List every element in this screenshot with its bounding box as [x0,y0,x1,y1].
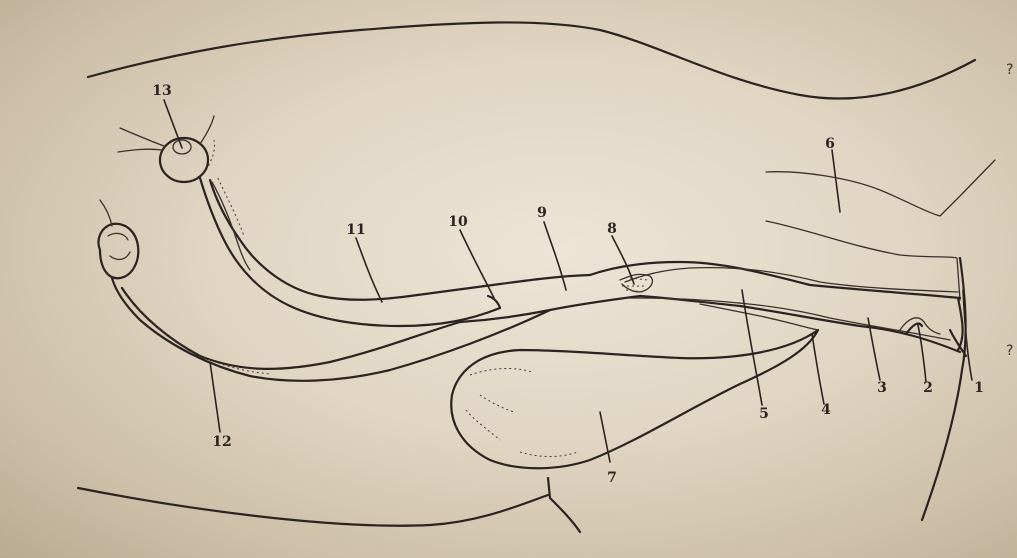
label-10: 10 [448,214,468,230]
leader-8 [612,236,634,284]
uterine-horn-12-upper [122,288,460,369]
label-2: 2 [923,380,933,396]
leader-4 [812,334,824,404]
mesometrium-12 [140,310,270,374]
label-6: 6 [825,136,835,152]
leader-11 [356,238,382,302]
label-9: 9 [537,205,547,221]
label-13: 13 [152,83,171,99]
label-7: 7 [607,470,617,486]
urethral-opening [620,274,652,292]
label-11: 11 [346,222,365,238]
tail-lower-outline [766,221,960,300]
label-4: 4 [821,402,831,418]
uterine-horn-11-lower [200,178,500,326]
leader-9 [544,222,566,290]
tail-upper-outline [766,160,995,216]
leader-1 [963,290,972,380]
uterine-horn-12-lower [112,278,550,381]
ventral-outline [78,488,548,526]
ventral-tick [548,478,580,532]
ovary-13 [160,138,208,182]
leader-2 [918,325,926,382]
leader-12 [210,362,220,432]
bladder-wall-stipple [466,368,578,456]
uterine-horn-11-upper [210,180,410,300]
label-5: 5 [759,406,769,422]
edge-mark-middle: ? [1006,343,1013,359]
label-12: 12 [212,434,231,450]
label-8: 8 [607,221,617,237]
dorsal-outline [88,22,975,98]
vagina-lower-wall [640,296,960,352]
label-3: 3 [877,380,887,396]
urethral-stipple [622,278,648,292]
leader-6 [832,150,840,212]
bladder-outline [451,330,818,468]
ovary-12 [99,224,139,278]
edge-mark-top: ? [1006,62,1013,78]
label-1: 1 [974,380,984,396]
